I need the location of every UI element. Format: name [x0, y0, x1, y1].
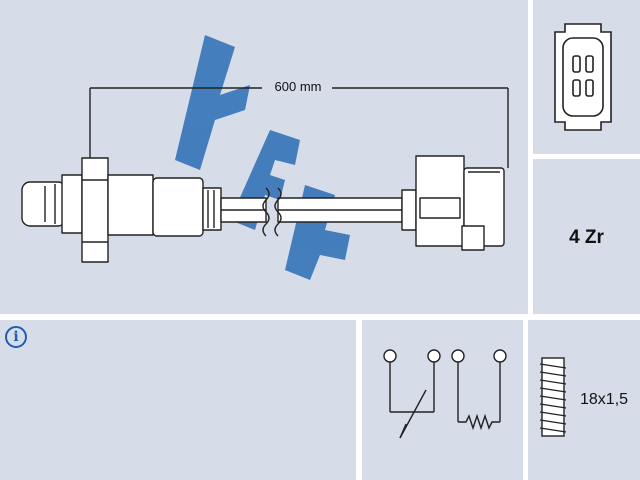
info-icon: i	[5, 326, 27, 348]
thread-size-label: 18x1,5	[580, 391, 629, 408]
wire-count-label: 4 Zr	[569, 227, 604, 248]
electrical-symbols-panel	[362, 320, 523, 480]
info-panel: i	[0, 320, 356, 480]
cable-length-label: 600 mm	[274, 79, 322, 94]
connector-face-icon	[554, 23, 612, 131]
thread-size-panel: 18x1,5	[528, 320, 640, 480]
variable-resistor-icon	[383, 349, 441, 439]
dimension-line	[89, 87, 509, 168]
oxygen-sensor-drawing	[21, 155, 505, 263]
sensor-diagram-panel: 600 mm	[0, 0, 528, 314]
connector-face-panel	[533, 0, 640, 154]
wire-count-panel: 4 Zr	[533, 159, 640, 314]
heater-resistor-icon	[451, 349, 507, 431]
thread-icon	[539, 357, 567, 437]
